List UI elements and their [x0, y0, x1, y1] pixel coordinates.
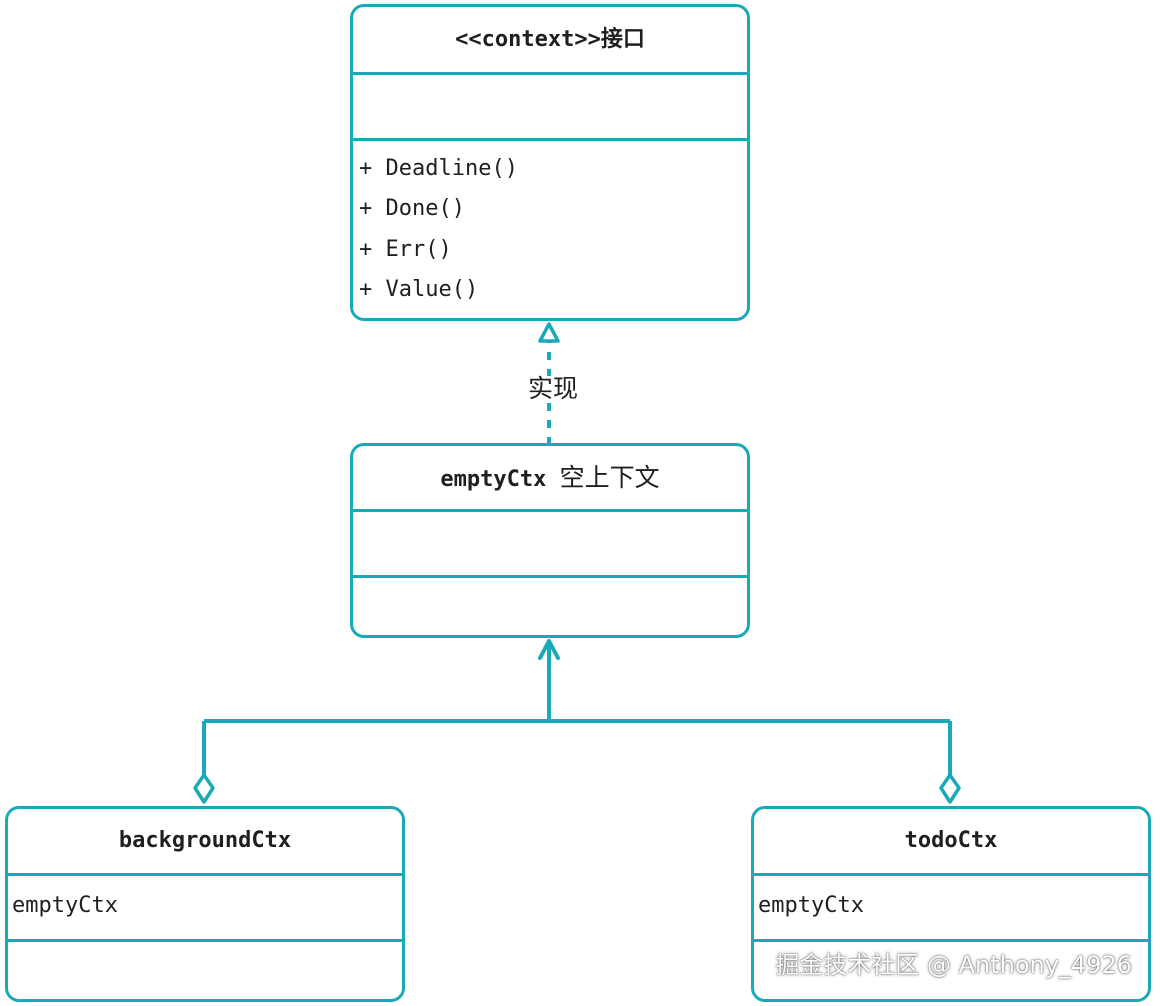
interface-class-title: <<context>>接口 [455, 26, 645, 52]
emptyctx-attributes-section [353, 509, 747, 575]
backgroundctx-methods-section [8, 939, 402, 999]
left-aggregation-diamond [193, 773, 215, 804]
method-value: + Value() [359, 277, 479, 302]
emptyctx-title-chinese: 空上下文 [559, 462, 660, 492]
method-err: + Err() [359, 237, 452, 262]
watermark-text: 掘金技术社区 @ Anthony_4926 [775, 951, 1132, 979]
backgroundctx-class-box: backgroundCtx emptyCtx [5, 806, 405, 1002]
emptyctx-class-name-section: emptyCtx 空上下文 [353, 446, 747, 509]
backgroundctx-attribute-emptyctx: emptyCtx [12, 893, 118, 918]
interface-attributes-section [353, 72, 747, 138]
inherit-arrowhead [538, 639, 560, 660]
realization-arrowhead [538, 322, 560, 343]
todoctx-class-box: todoCtx emptyCtx [751, 806, 1151, 1002]
emptyctx-class-title: emptyCtx 空上下文 [353, 465, 747, 491]
backgroundctx-attributes-section: emptyCtx [8, 873, 402, 939]
interface-class-name-section: <<context>>接口 [353, 7, 747, 72]
todoctx-attribute-emptyctx: emptyCtx [758, 893, 864, 918]
realization-label: 实现 [524, 376, 583, 401]
interface-class-box: <<context>>接口 + Deadline() + Done() + Er… [350, 4, 750, 321]
backgroundctx-class-name-section: backgroundCtx [8, 809, 402, 873]
todoctx-class-title: todoCtx [904, 828, 998, 853]
method-done: + Done() [359, 196, 465, 221]
todoctx-attributes-section: emptyCtx [754, 873, 1148, 939]
emptyctx-title-code: emptyCtx [440, 466, 547, 492]
emptyctx-methods-section [353, 575, 747, 635]
right-aggregation-diamond [939, 773, 961, 804]
backgroundctx-class-title: backgroundCtx [118, 828, 292, 853]
interface-methods-section: + Deadline() + Done() + Err() + Value() [353, 138, 747, 318]
todoctx-class-name-section: todoCtx [754, 809, 1148, 873]
method-deadline: + Deadline() [359, 156, 518, 181]
todoctx-methods-section [754, 939, 1148, 999]
emptyctx-class-box: emptyCtx 空上下文 [350, 443, 750, 638]
